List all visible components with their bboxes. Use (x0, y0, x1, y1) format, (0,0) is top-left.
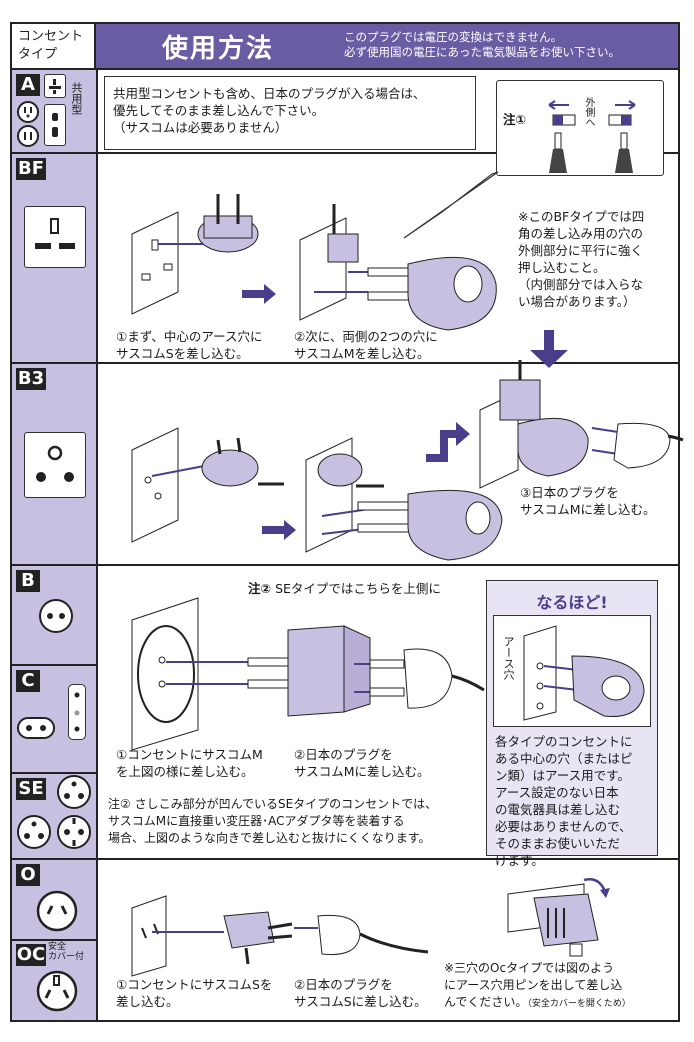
type-a-outlet-ground (44, 104, 66, 146)
page-title: 使用方法 (162, 34, 275, 64)
type-se-outlets-pair (17, 815, 91, 849)
type-b-label: B (16, 570, 40, 592)
type-c-outlet-vertical (68, 684, 86, 740)
row-divider (12, 664, 96, 666)
type-c-label: C (16, 670, 40, 692)
type-a-outlet (44, 74, 66, 98)
type-b3-illustration (131, 330, 684, 561)
tip-title: なるほど! (536, 593, 608, 612)
type-a-round-outlets (17, 101, 39, 147)
oc-safety-cover-note: 安全 カバー付 (48, 942, 85, 962)
note2-body: 注② さしこみ部分が凹んでいるSEタイプのコンセントでは、 サスコムMに直接重い… (108, 797, 438, 845)
bf-step1: ①まず、中心のアース穴にサスコムSを差し込む。 (116, 329, 263, 361)
oc-illustration (507, 878, 610, 957)
type-bf-illustration (131, 194, 497, 331)
tip-body-end: けます。 (495, 853, 544, 868)
type-bf-outlet (24, 206, 86, 268)
type-oc-label: OC (16, 944, 46, 966)
header-bar: コンセント タイプ 使用方法 このプラグでは電圧の変換はできません。 必ず使用国… (12, 24, 678, 68)
row-divider (12, 152, 678, 154)
o-step2: ②日本のプラグをサスコムSに差し込む。 (294, 977, 427, 1009)
row-divider (12, 858, 678, 860)
type-c-outlet (17, 717, 55, 739)
type-se-label: SE (16, 778, 46, 800)
type-b3-label: B3 (16, 368, 46, 390)
row-divider (12, 564, 678, 566)
row-divider (12, 772, 96, 774)
type-bf-label: BF (16, 158, 46, 180)
b3-step3: ③日本のプラグをサスコムMに差し込む。 (520, 485, 656, 517)
note1-callout: 注① 外側へ (496, 80, 664, 176)
o-step1: ①コンセントにサスコムSを差し込む。 (116, 977, 273, 1009)
type-oc-outlet (36, 970, 78, 1012)
row-divider (12, 362, 678, 364)
instruction-sheet: コンセント タイプ 使用方法 このプラグでは電圧の変換はできません。 必ず使用国… (10, 22, 684, 1022)
note2-heading: 注② SEタイプではこちらを上側に (248, 581, 441, 596)
oc-note: ※三穴のOcタイプでは図のよう にアース穴用ピンを出して差し込 んでください。（… (444, 961, 631, 1009)
b-step2: ②日本のプラグをサスコムMに差し込む。 (294, 747, 430, 779)
bf-step2: ②次に、両側の2つの穴にサスコムMを差し込む。 (294, 329, 438, 361)
type-o-illustration (131, 895, 429, 977)
row-divider (12, 939, 96, 941)
type-b-outlet (39, 599, 73, 633)
note1-text: ※このBFタイプでは四 角の差し込み用の穴の 外側部分に平行に強く 押し込むこと… (518, 209, 645, 309)
type-b-illustration (131, 597, 485, 751)
type-o-outlet (36, 890, 78, 932)
type-se-outlet (57, 775, 91, 809)
shared-type-label: 共用型 (70, 82, 83, 115)
note1-plug-diagram (548, 100, 636, 173)
header-outlet-type-label: コンセント タイプ (12, 24, 96, 68)
note1-pointer (403, 171, 499, 239)
type-o-label: O (16, 864, 40, 886)
tip-diagram: アース穴 (493, 615, 651, 727)
voltage-warning: このプラグでは電圧の変換はできません。 必ず使用国の電圧にあった電気製品をお使い… (344, 30, 620, 59)
tip-box: なるほど! アース穴 各タイプのコンセントに ある中心の穴（またはピ ン類）はア… (486, 580, 658, 868)
type-a-instructions: 共用型コンセントも含め、日本のプラグが入る場合は、 優先してそのまま差し込んで下… (104, 76, 476, 150)
type-a-label: A (16, 74, 40, 96)
row-divider (12, 68, 678, 70)
type-b3-outlet (24, 432, 86, 498)
tip-body: 各タイプのコンセントに ある中心の穴（またはピ ン類）はアース用です。 アース設… (495, 734, 633, 851)
